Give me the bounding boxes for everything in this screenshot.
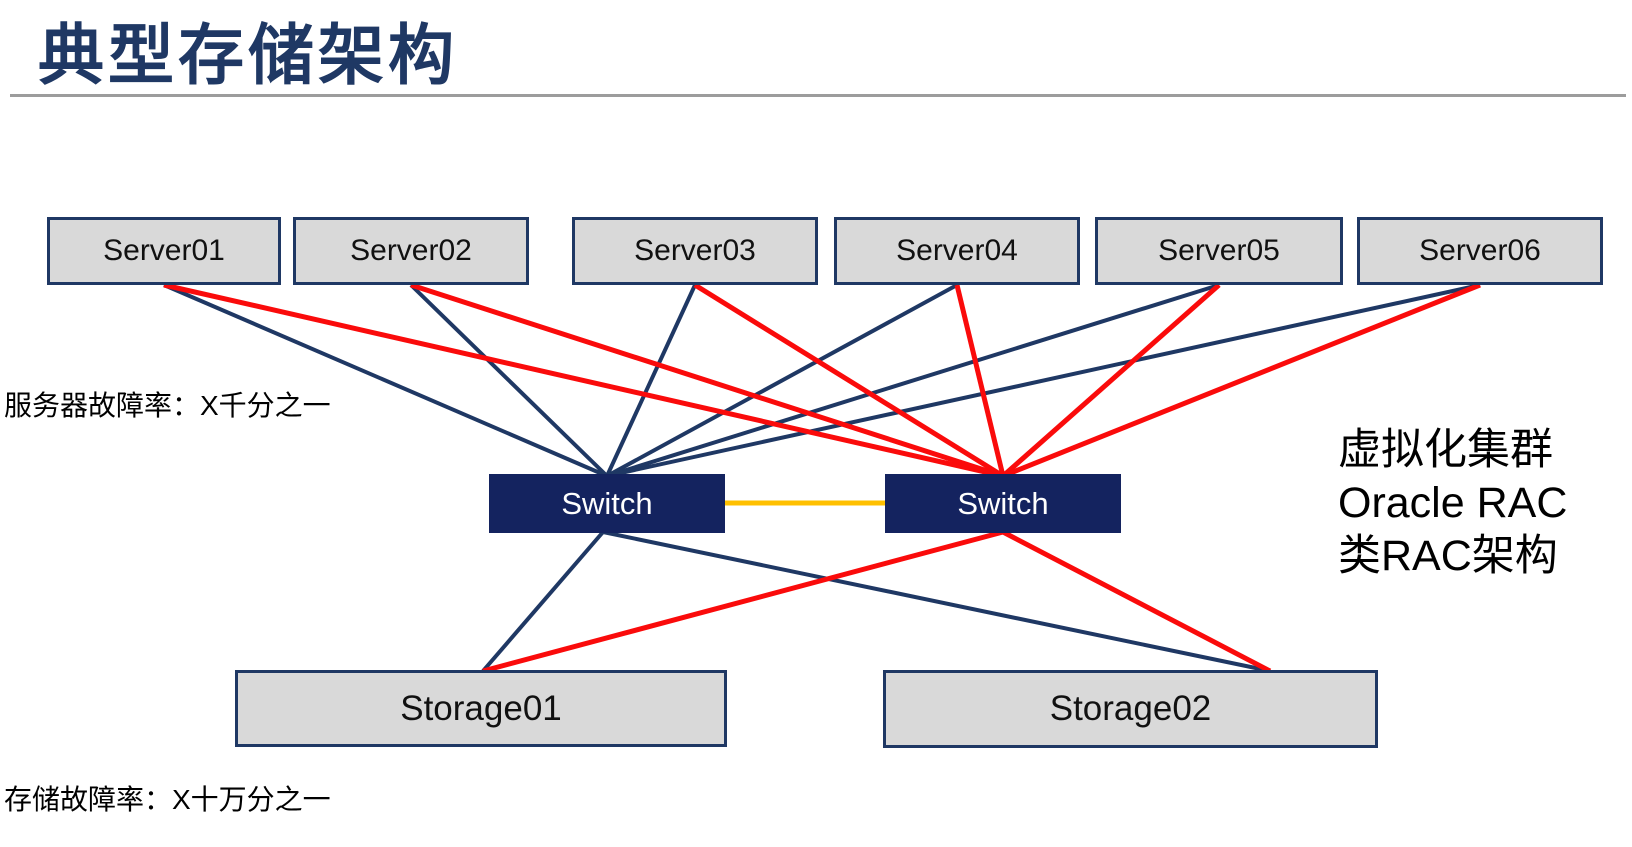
link-server1-switch-left [163,283,608,478]
link-switch-right-storage2 [1001,529,1272,674]
cluster-type-line: 类RAC架构 [1338,532,1558,580]
storage-node: Storage01 [235,670,727,747]
server-label: Server03 [634,234,756,267]
switch-label: Switch [561,485,653,521]
title-divider [10,94,1626,97]
server-label: Server02 [350,234,472,267]
server-node: Server01 [47,217,281,285]
switch-label: Switch [957,485,1049,521]
link-server4-switch-right [954,284,1006,477]
storage-label: Storage01 [400,688,562,728]
cluster-type-line: 虚拟化集群 [1338,426,1553,474]
link-server6-switch-left [606,283,1481,478]
server-label: Server06 [1419,234,1541,267]
link-server6-switch-right [1002,282,1481,479]
cluster-type-line: Oracle RAC [1338,479,1568,527]
server-label: Server05 [1158,234,1280,267]
server-node: Server03 [572,217,818,285]
page-title: 典型存储架构 [38,18,458,92]
link-server5-switch-left [606,283,1220,478]
server-node: Server04 [834,217,1080,285]
server-node: Server06 [1357,217,1603,285]
link-switch-right-storage1 [482,529,1004,674]
server-label: Server04 [896,234,1018,267]
storage-failure-rate-note: 存储故障率：X十万分之一 [4,784,331,815]
link-server5-switch-right [1001,283,1221,478]
link-server2-switch-right [410,282,1004,479]
link-server3-switch-right [693,282,1005,479]
link-switch-left-storage2 [602,530,1271,673]
server-node: Server02 [293,217,529,285]
switch-node: Switch [885,474,1121,533]
cluster-type-note: 虚拟化集群 Oracle RAC 类RAC架构 [1338,424,1567,583]
server-node: Server05 [1095,217,1343,285]
server-label: Server01 [103,234,225,267]
link-server4-switch-left [606,283,958,478]
link-server3-switch-left [605,284,697,477]
server-failure-rate-note: 服务器故障率：X千分之一 [4,390,331,421]
link-server2-switch-left [409,283,609,478]
switch-node: Switch [489,474,725,533]
link-server1-switch-right [163,282,1004,479]
link-switch-left-storage1 [481,530,605,673]
storage-label: Storage02 [1049,689,1212,728]
storage-node: Storage02 [883,670,1378,748]
